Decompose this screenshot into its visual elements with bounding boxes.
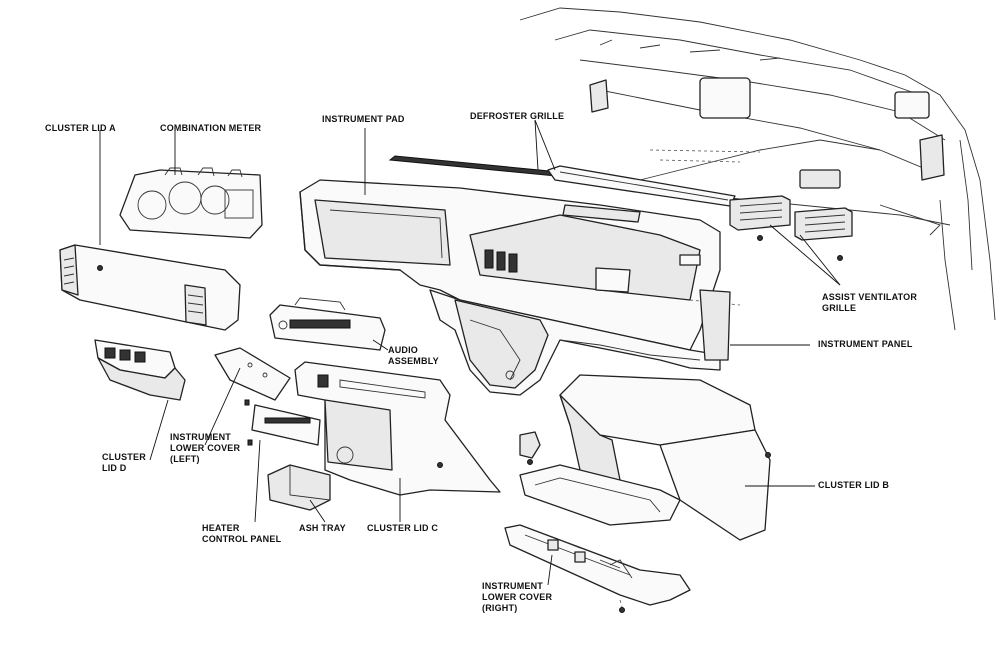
instrument-lower-cover-left-part (214, 347, 291, 401)
instrument-lower-cover-right-part (504, 524, 691, 613)
cluster-lid-b-part (519, 374, 771, 541)
assist-ventilator-grille-part (729, 195, 853, 261)
label-instrument-lower-cover-left: INSTRUMENT LOWER COVER (LEFT) (170, 432, 241, 464)
instrument-pad-part (299, 179, 721, 351)
label-instrument-pad: INSTRUMENT PAD (322, 114, 405, 124)
audio-assembly-part (269, 297, 386, 351)
label-cluster-lid-b: CLUSTER LID B (818, 480, 890, 490)
label-cluster-lid-d: CLUSTER LID D (102, 452, 146, 473)
combination-meter-part (119, 167, 263, 239)
label-audio-assembly: AUDIO ASSEMBLY (388, 345, 439, 366)
bracket-part (519, 431, 541, 465)
cluster-lid-d-part (94, 339, 186, 401)
instrument-panel-part (429, 289, 741, 396)
label-cluster-lid-c: CLUSTER LID C (367, 523, 439, 533)
label-ash-tray: ASH TRAY (299, 523, 346, 533)
label-assist-ventilator-grille: ASSIST VENTILATOR GRILLE (822, 292, 918, 313)
leader-lines (99, 119, 841, 586)
label-heater-control-panel: HEATER CONTROL PANEL (202, 523, 282, 544)
label-combination-meter: COMBINATION METER (160, 123, 262, 133)
ash-tray-part (267, 464, 331, 511)
label-cluster-lid-a: CLUSTER LID A (45, 123, 116, 133)
label-instrument-lower-cover-right: INSTRUMENT LOWER COVER (RIGHT) (482, 581, 553, 613)
heater-control-panel-part (244, 399, 321, 446)
cluster-lid-a-part (59, 244, 241, 331)
defroster-grille-part (388, 155, 736, 207)
label-instrument-panel: INSTRUMENT PANEL (818, 339, 913, 349)
label-defroster-grille: DEFROSTER GRILLE (470, 111, 565, 121)
cluster-lid-c-part (294, 361, 501, 496)
